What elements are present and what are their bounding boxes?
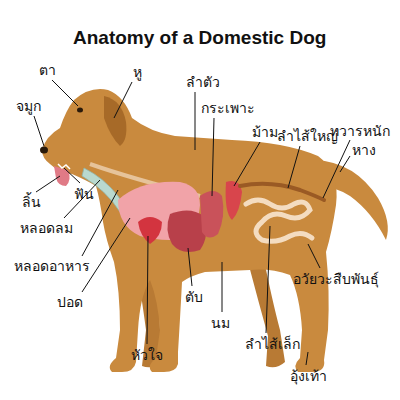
part-label: ลำตัว <box>186 74 220 91</box>
part-label: หัวใจ <box>131 347 163 364</box>
stomach <box>200 191 223 238</box>
leader-line <box>64 180 100 218</box>
leader-line <box>306 352 308 365</box>
heart <box>138 217 162 244</box>
part-label: หลอดลม <box>20 220 73 237</box>
part-label: หาง <box>352 142 376 159</box>
part-label: หลอดอาหาร <box>14 258 90 275</box>
dog-ear <box>104 96 126 146</box>
part-label: ฟัน <box>74 186 94 203</box>
part-label: ลิ้น <box>22 194 41 211</box>
liver <box>167 210 206 252</box>
leader-line <box>34 116 44 146</box>
part-label: ม้าม <box>252 124 278 141</box>
title: Anatomy of a Domestic Dog <box>73 27 326 50</box>
part-label: ทวารหนัก <box>330 123 390 140</box>
part-label: จมูก <box>16 98 41 115</box>
large-intestine <box>240 184 324 200</box>
part-label: นม <box>211 315 230 332</box>
part-label: ปอด <box>57 294 83 311</box>
dog-nose <box>40 147 48 154</box>
part-label: อวัยวะสืบพันธุ์ <box>293 271 379 288</box>
part-label: ตับ <box>185 289 203 306</box>
leader-line <box>288 146 300 188</box>
leader-line <box>114 82 132 118</box>
leader-line <box>188 248 192 286</box>
leader-lines <box>34 80 350 365</box>
part-label: อุ้งเท้า <box>290 368 327 385</box>
part-label: หู <box>133 64 142 81</box>
leader-line <box>212 118 214 196</box>
leader-line <box>323 140 350 198</box>
leader-line <box>222 262 223 312</box>
small-intestine <box>246 200 312 241</box>
leader-line <box>82 218 130 292</box>
leader-line <box>147 236 148 344</box>
leader-line <box>52 80 78 106</box>
leader-line <box>234 142 260 186</box>
leader-line <box>195 92 196 150</box>
part-label: ลำไส้เล็ก <box>245 336 300 353</box>
leader-line <box>308 244 320 268</box>
dog-eye <box>77 108 83 113</box>
leader-line <box>266 226 270 333</box>
dog-tongue <box>54 166 70 186</box>
part-label: ตา <box>39 62 56 79</box>
part-label: ลำไส้ใหญ่ <box>277 128 338 145</box>
leader-line <box>340 156 350 172</box>
leader-line <box>64 168 80 183</box>
leader-line <box>36 176 60 192</box>
part-label: กระเพาะ <box>201 100 255 117</box>
